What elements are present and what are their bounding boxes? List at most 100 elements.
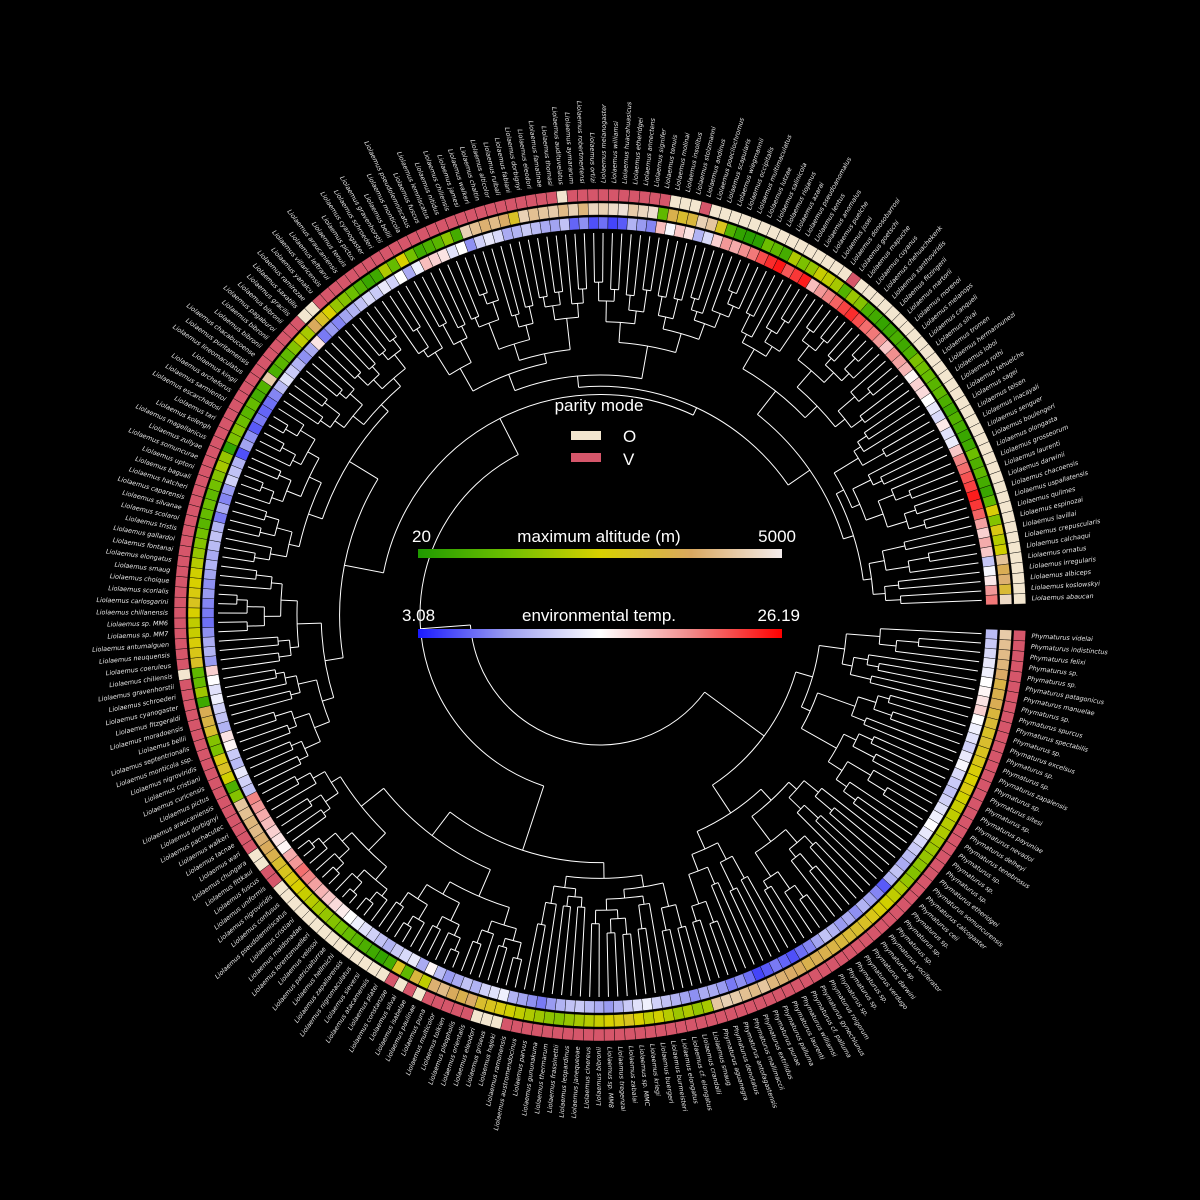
tree-branch — [836, 489, 844, 495]
tree-branch — [259, 482, 264, 492]
ring-cell-a — [998, 583, 1012, 595]
tree-branch — [833, 457, 859, 474]
tree-branch — [275, 671, 285, 675]
ring-cell-t — [204, 559, 219, 571]
tree-branch — [624, 918, 628, 935]
tree-branch — [345, 388, 355, 399]
tree-branch — [862, 452, 885, 466]
ring-cell-t — [617, 217, 628, 231]
tree-branch — [881, 449, 887, 457]
tree-branch — [219, 584, 271, 590]
ring-cell-p — [664, 1021, 678, 1036]
ring-cell-p — [1013, 593, 1027, 605]
tree-branch — [278, 408, 305, 426]
tree-branch — [849, 781, 918, 828]
tree-branch — [487, 920, 493, 933]
tree-branch — [736, 715, 765, 737]
tree-branch — [315, 853, 336, 871]
ring-cell-p — [1010, 660, 1024, 673]
tree-branch — [804, 405, 818, 419]
ring-cell-p — [177, 668, 192, 681]
ring-cell-a — [997, 649, 1011, 661]
tree-branch — [537, 238, 548, 297]
tree-branch — [435, 932, 449, 961]
tree-branch — [662, 882, 670, 907]
ring-cell-a — [587, 202, 599, 216]
tree-branch — [221, 565, 257, 572]
tree-branch — [542, 904, 557, 993]
tree-branch — [742, 342, 767, 357]
tree-branch — [292, 459, 302, 465]
tree-branch — [416, 328, 429, 348]
tree-branch — [283, 400, 319, 425]
tree-branch — [491, 248, 513, 317]
tree-branch — [296, 756, 302, 765]
tree-branch — [256, 574, 273, 578]
tree-branch — [765, 284, 792, 328]
ring-cell-t — [641, 997, 653, 1011]
tree-branch — [717, 882, 755, 965]
tree-branch — [728, 305, 734, 318]
tree-branch — [323, 807, 331, 814]
tree-branch — [707, 867, 716, 885]
ring-cell-p — [174, 586, 188, 598]
ring-cell-a — [637, 204, 649, 219]
ring-cell-t — [613, 1000, 624, 1013]
tree-branch — [297, 622, 322, 625]
ring-cell-p — [174, 575, 188, 588]
tree-branch — [864, 390, 910, 423]
ring-cell-t — [539, 219, 552, 234]
tree-branch — [645, 928, 656, 994]
tree-branch — [675, 904, 683, 928]
tree-branch — [863, 578, 872, 581]
ring-cell-a — [997, 573, 1012, 586]
tree-branch — [331, 342, 362, 373]
tree-branch — [843, 790, 856, 801]
tree-branch — [909, 562, 979, 573]
tree-branch — [918, 645, 981, 653]
tree-branch — [776, 320, 786, 335]
tree-branch — [447, 264, 472, 320]
tree-branch — [853, 446, 861, 452]
tree-branch — [873, 708, 892, 716]
tree-branch — [285, 428, 298, 437]
ring-cell-a — [593, 1014, 605, 1028]
tree-branch — [673, 242, 688, 299]
tree-branch — [378, 901, 397, 927]
tree-branch — [788, 293, 808, 324]
ring-cell-a — [613, 1014, 625, 1027]
tree-branch — [418, 346, 429, 355]
tree-branch — [796, 370, 812, 388]
tree-branch — [561, 906, 571, 996]
tree-branch — [324, 402, 341, 415]
tree-branch — [513, 956, 522, 960]
tree-branch — [551, 905, 564, 995]
tree-branch — [925, 516, 970, 529]
tree-branch — [309, 476, 322, 484]
tree-branch — [407, 915, 414, 926]
tree-branch — [642, 895, 645, 905]
tree-branch — [527, 239, 540, 298]
tree-branch — [928, 543, 976, 554]
tree-branch — [867, 388, 874, 396]
tree-branch — [261, 486, 275, 493]
tree-branch — [431, 811, 451, 836]
tip-label: Liolaemus cinereus — [583, 1046, 593, 1109]
tree-branch — [794, 884, 804, 898]
tree-branch — [610, 233, 613, 290]
tree-branch — [637, 929, 647, 995]
tree-branch — [705, 901, 715, 923]
tree-branch — [657, 296, 663, 316]
tree-branch — [865, 513, 884, 521]
tree-branch — [891, 463, 951, 490]
ring-cell-p — [566, 189, 579, 203]
tip-label: Liolaemus tregenzai — [616, 1046, 627, 1111]
tree-branch — [496, 947, 508, 983]
ring-cell-a — [623, 1013, 635, 1027]
tree-branch — [413, 281, 440, 327]
tree-branch — [673, 297, 682, 301]
tree-branch — [887, 787, 928, 813]
ring-cell-p — [628, 189, 641, 204]
tree-branch — [788, 797, 802, 810]
tree-branch — [870, 742, 946, 779]
